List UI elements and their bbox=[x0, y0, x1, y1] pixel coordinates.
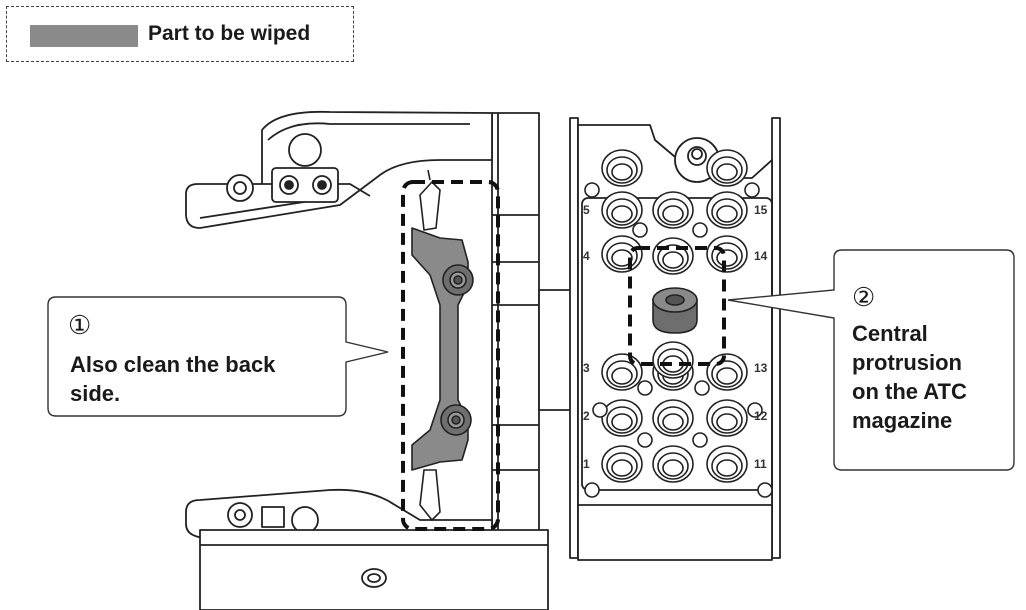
callout-1-line: Also clean the back bbox=[70, 352, 276, 377]
callout-2-box bbox=[727, 249, 1015, 471]
pocket bbox=[601, 191, 643, 229]
callout-2-line: magazine bbox=[852, 408, 953, 433]
slot-number-right: 15 bbox=[754, 203, 768, 217]
pocket bbox=[652, 237, 694, 275]
screw bbox=[584, 482, 600, 498]
slot-number-right: 13 bbox=[754, 361, 768, 375]
callout-2-line: protrusion bbox=[852, 350, 962, 375]
callout-1-line: side. bbox=[70, 381, 121, 406]
pocket bbox=[706, 191, 748, 229]
slot-number-left: 5 bbox=[583, 203, 590, 217]
callout-1-box bbox=[47, 296, 389, 417]
pocket bbox=[706, 445, 748, 483]
pocket bbox=[706, 399, 748, 437]
jaw-pins bbox=[419, 169, 474, 522]
slot-number-left: 1 bbox=[583, 457, 590, 471]
magazine-pockets bbox=[584, 149, 773, 498]
protrusion-highlight-box bbox=[628, 246, 726, 366]
screw bbox=[584, 182, 600, 198]
legend-swatch bbox=[30, 25, 138, 47]
pocket bbox=[601, 445, 643, 483]
pocket bbox=[601, 149, 643, 187]
pocket bbox=[652, 399, 694, 437]
pocket bbox=[652, 445, 694, 483]
screw bbox=[637, 380, 653, 396]
slot-number-left: 3 bbox=[583, 361, 590, 375]
pocket bbox=[706, 353, 748, 391]
legend-label: Part to be wiped bbox=[148, 22, 311, 45]
callout-2-line: Central bbox=[852, 321, 928, 346]
screw bbox=[692, 432, 708, 448]
callout-1-number: ① bbox=[68, 310, 92, 340]
screw bbox=[747, 402, 763, 418]
legend: Part to be wiped bbox=[6, 6, 354, 62]
slot-number-left: 4 bbox=[583, 249, 590, 263]
pocket bbox=[652, 191, 694, 229]
screw bbox=[632, 222, 648, 238]
screw bbox=[694, 380, 710, 396]
pocket bbox=[601, 353, 643, 391]
pocket bbox=[706, 235, 748, 273]
pocket bbox=[652, 341, 694, 379]
slot-numbers: 5 4 3 2 1 15 14 13 12 11 bbox=[583, 203, 768, 471]
slot-number-right: 14 bbox=[754, 249, 768, 263]
screw bbox=[592, 402, 608, 418]
pocket bbox=[601, 399, 643, 437]
callout-1-text: Also clean the back side. bbox=[70, 350, 275, 408]
screw bbox=[692, 222, 708, 238]
screw bbox=[757, 482, 773, 498]
jaw-highlight-box bbox=[401, 180, 500, 531]
pocket bbox=[601, 235, 643, 273]
wiped-part-central-protrusion bbox=[652, 287, 698, 334]
slot-number-left: 2 bbox=[583, 409, 590, 423]
screw bbox=[637, 432, 653, 448]
pocket bbox=[706, 149, 748, 187]
callout-2-number: ② bbox=[852, 282, 876, 312]
slot-number-right: 11 bbox=[754, 457, 767, 471]
magazine-front-block bbox=[577, 504, 773, 561]
callout-2-text: Central protrusion on the ATC magazine bbox=[852, 319, 967, 435]
screw bbox=[744, 182, 760, 198]
slot-number-right: 12 bbox=[754, 409, 768, 423]
top-arm bbox=[185, 110, 493, 229]
callout-2-line: on the ATC bbox=[852, 379, 967, 404]
